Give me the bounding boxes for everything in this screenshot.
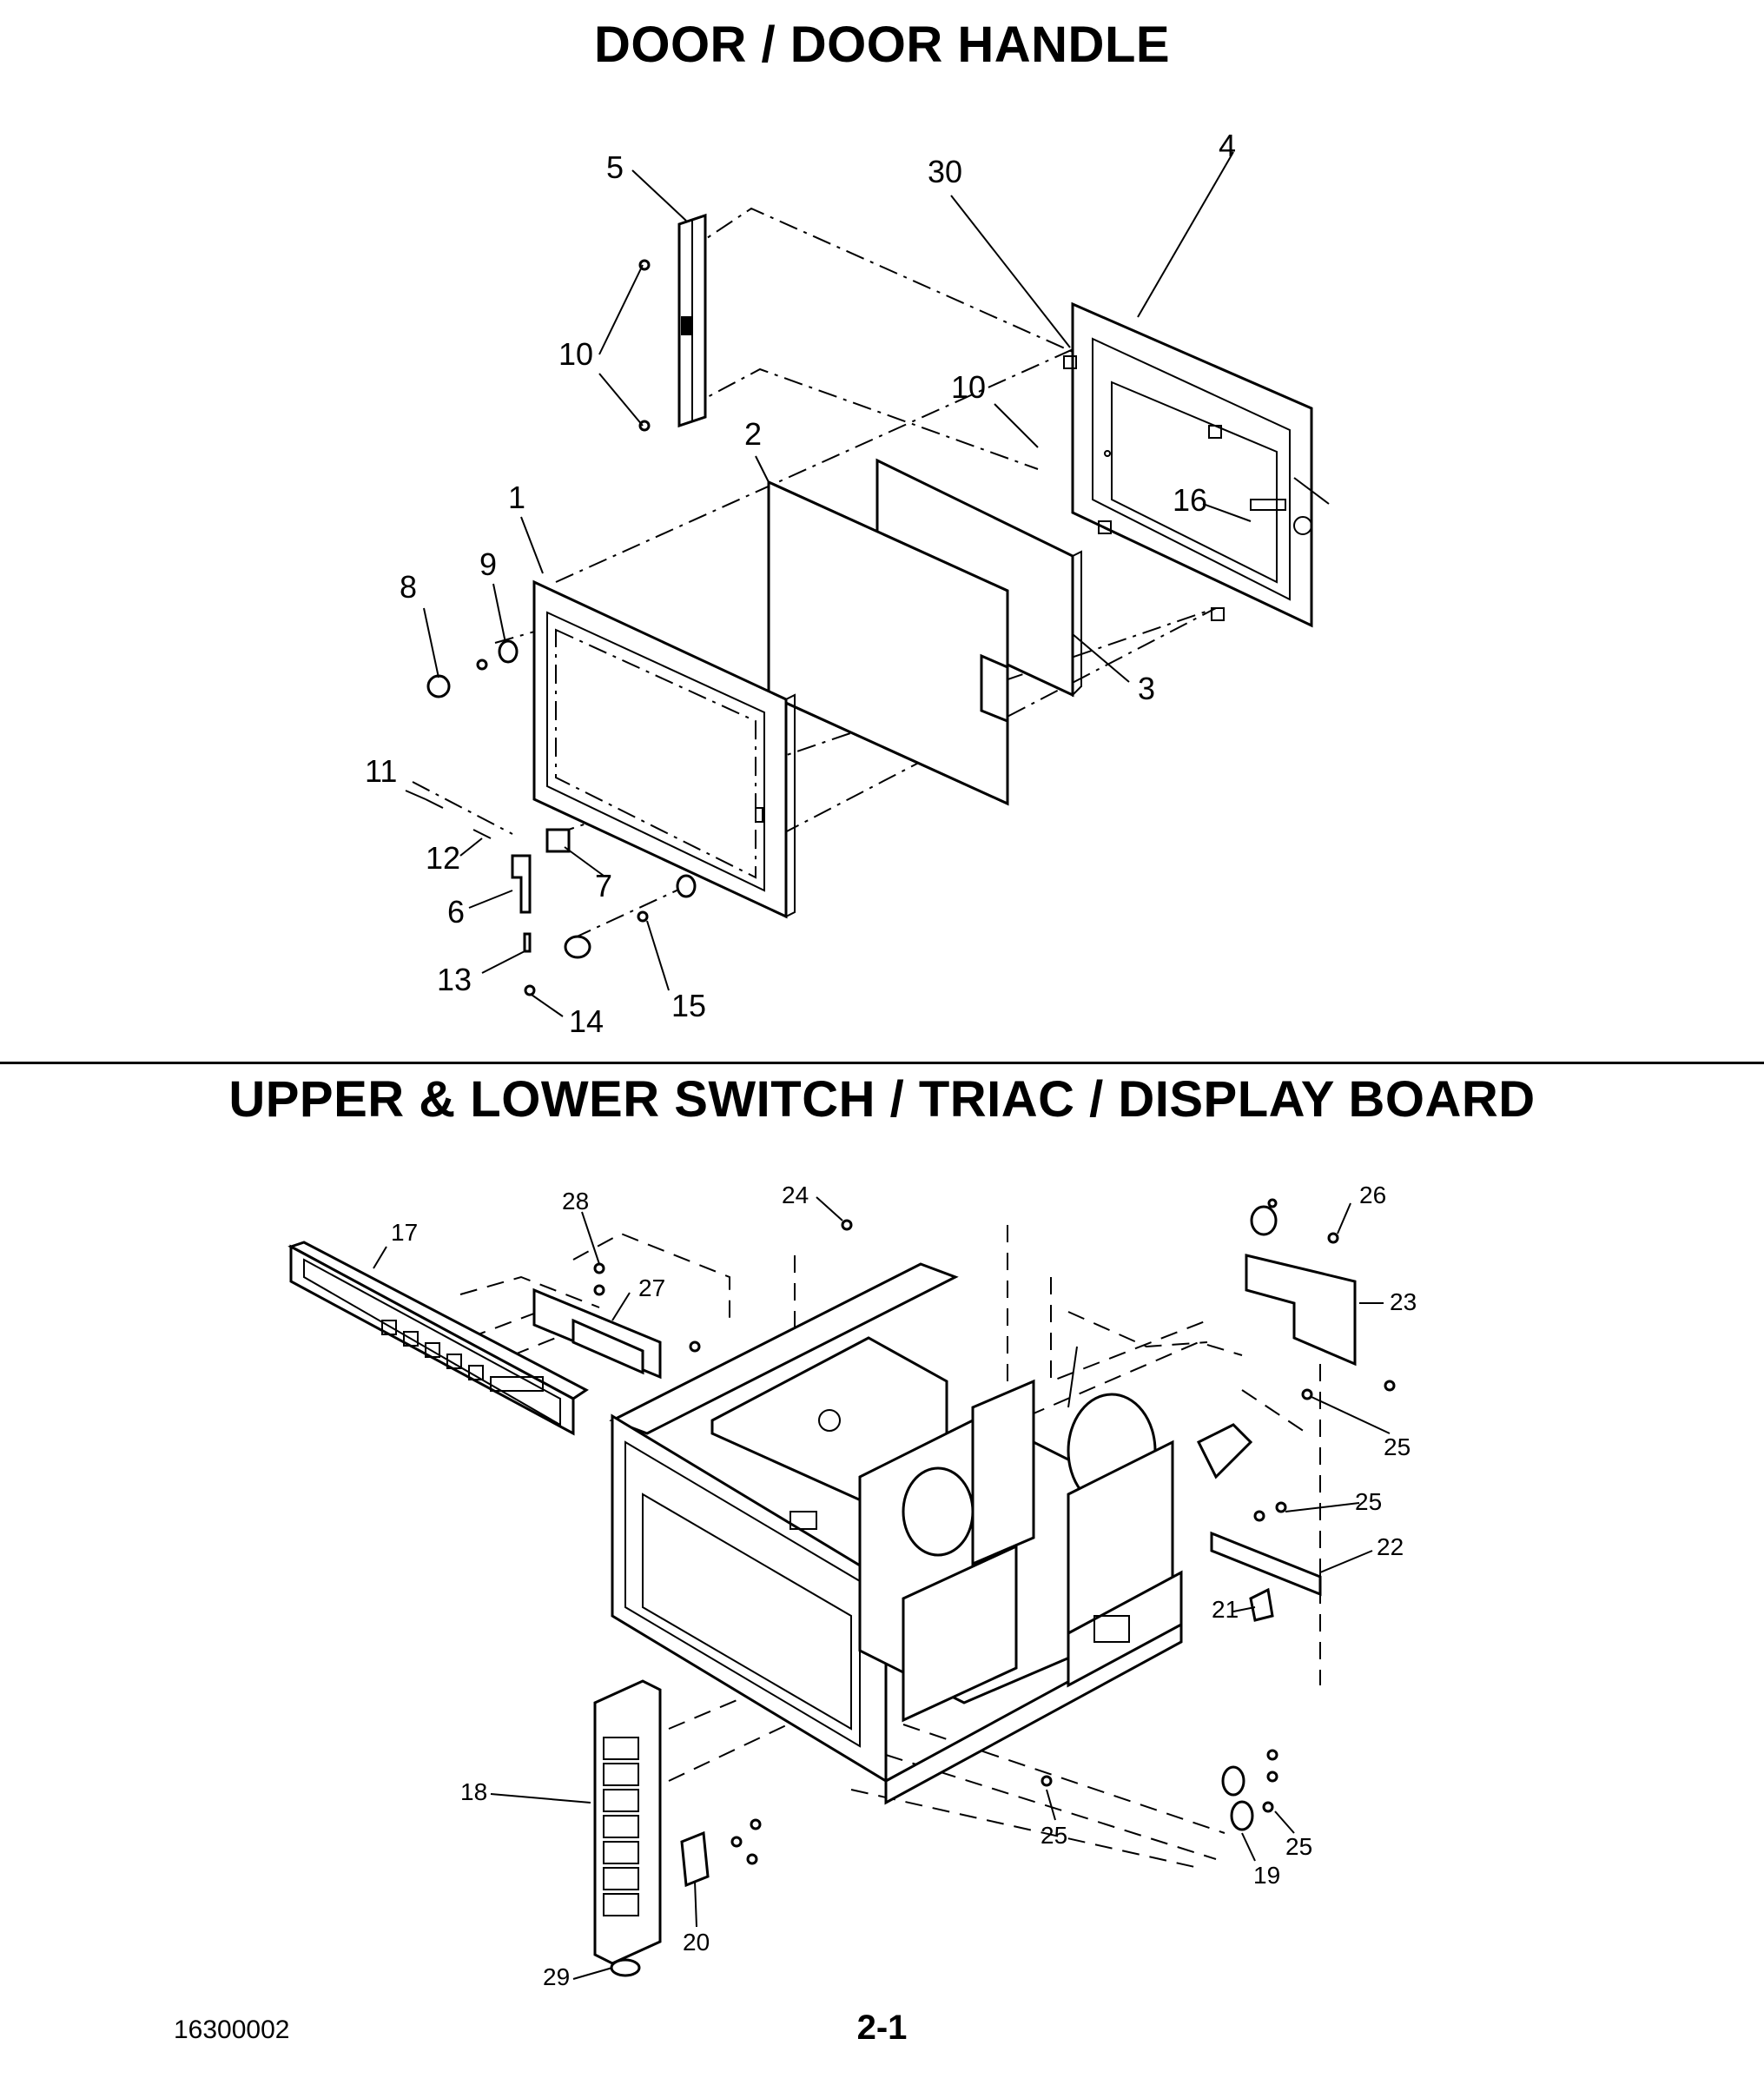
callout-22: 22 bbox=[1377, 1533, 1404, 1560]
part-27-display-board bbox=[532, 1262, 701, 1380]
chassis-exploded-view: 17 28 27 24 26 23 25 25 22 21 18 25 25 1… bbox=[287, 1182, 1417, 1990]
part-23-bracket bbox=[1245, 1198, 1396, 1400]
callout-3: 3 bbox=[1138, 671, 1155, 706]
callout-25-d: 25 bbox=[1285, 1833, 1312, 1860]
part-20-triac bbox=[680, 1818, 762, 1888]
callout-6: 6 bbox=[447, 894, 465, 930]
callout-2: 2 bbox=[744, 416, 762, 452]
callout-23: 23 bbox=[1390, 1288, 1417, 1315]
part-4-door-frame bbox=[1063, 301, 1330, 628]
callout-1: 1 bbox=[508, 480, 525, 515]
document-number: 16300002 bbox=[174, 2016, 290, 2044]
part-19-switches bbox=[841, 1219, 1278, 1831]
page-number: 2-1 bbox=[856, 2009, 908, 2047]
callout-14: 14 bbox=[569, 1003, 604, 1039]
callout-13: 13 bbox=[437, 962, 472, 997]
callout-7: 7 bbox=[595, 868, 612, 904]
part-2-glass-panel bbox=[767, 480, 1009, 806]
door-exploded-view: 5 30 4 10 10 2 16 1 9 8 3 11 12 6 7 13 1… bbox=[365, 128, 1330, 1039]
part-17-upper-display bbox=[287, 1241, 589, 1436]
callout-21: 21 bbox=[1212, 1596, 1239, 1623]
callout-4: 4 bbox=[1219, 128, 1236, 163]
callout-5: 5 bbox=[606, 149, 624, 185]
door-callouts: 5 30 4 10 10 2 16 1 9 8 3 11 12 6 7 13 1… bbox=[365, 128, 1236, 1039]
part-22-switch-bracket bbox=[1210, 1501, 1322, 1622]
chassis-callouts: 17 28 27 24 26 23 25 25 22 21 18 25 25 1… bbox=[391, 1182, 1417, 1990]
callout-25-b: 25 bbox=[1355, 1488, 1382, 1515]
callout-25-a: 25 bbox=[1384, 1433, 1411, 1460]
callout-10-b: 10 bbox=[951, 369, 986, 405]
section-divider bbox=[0, 1062, 1764, 1064]
callout-27: 27 bbox=[638, 1274, 665, 1301]
callout-29: 29 bbox=[543, 1963, 570, 1990]
door-leader-lines bbox=[405, 151, 1252, 1017]
callout-18: 18 bbox=[460, 1778, 487, 1805]
callout-20: 20 bbox=[683, 1929, 710, 1956]
callout-11: 11 bbox=[365, 753, 397, 789]
callout-24: 24 bbox=[782, 1182, 809, 1208]
callout-16: 16 bbox=[1173, 482, 1207, 518]
callout-17: 17 bbox=[391, 1219, 418, 1246]
switch-section-title: UPPER & LOWER SWITCH / TRIAC / DISPLAY B… bbox=[228, 1071, 1536, 1128]
callout-15: 15 bbox=[671, 988, 706, 1023]
callout-28: 28 bbox=[562, 1188, 589, 1215]
door-section-title: DOOR / DOOR HANDLE bbox=[593, 17, 1171, 73]
callout-26: 26 bbox=[1359, 1182, 1386, 1208]
callout-9: 9 bbox=[479, 546, 497, 582]
callout-12: 12 bbox=[426, 840, 460, 876]
callout-10-a: 10 bbox=[558, 336, 593, 372]
callout-25-c: 25 bbox=[1041, 1822, 1067, 1849]
oven-chassis bbox=[609, 1262, 1253, 1805]
callout-19: 19 bbox=[1253, 1862, 1280, 1889]
part-5-hinge-bracket bbox=[638, 213, 707, 432]
callout-8: 8 bbox=[400, 569, 417, 605]
callout-30: 30 bbox=[928, 154, 962, 189]
part-18-lower-display bbox=[593, 1679, 662, 1977]
part-1-outer-door bbox=[532, 579, 796, 919]
chassis-leader-lines bbox=[373, 1196, 1391, 1980]
